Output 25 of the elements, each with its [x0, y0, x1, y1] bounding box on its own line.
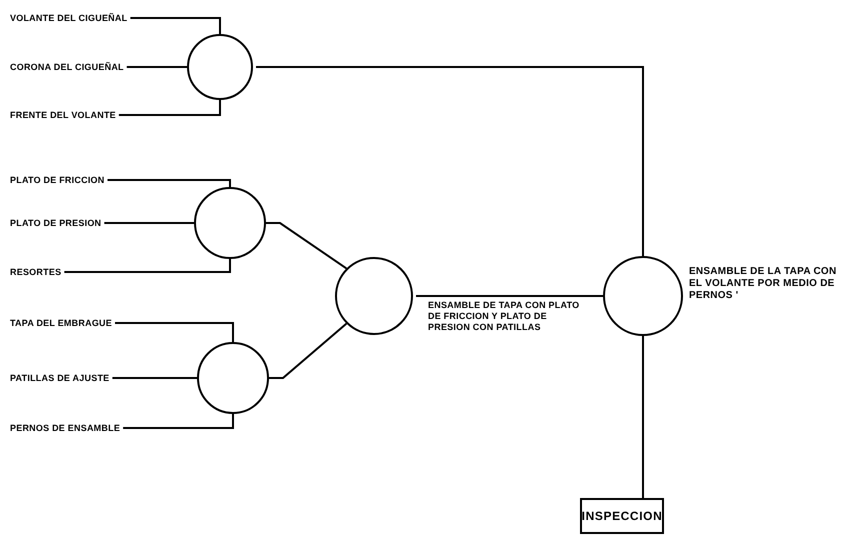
connector-line — [115, 322, 234, 342]
connector-line — [130, 17, 221, 34]
connector-line — [256, 66, 644, 256]
inspection-box: INSPECCION — [580, 498, 664, 534]
part-label: PLATO DE FRICCION — [10, 174, 104, 186]
connector-line — [126, 66, 187, 68]
connector-line — [416, 295, 603, 297]
part-label: PATILLAS DE AJUSTE — [10, 372, 110, 384]
part-label: PLATO DE PRESION — [10, 217, 102, 229]
step-description: ENSAMBLE DE LA TAPA CON EL VOLANTE POR MEDIO DE PERNOS ' — [689, 266, 838, 302]
part-label: FRENTE DEL VOLANTE — [10, 109, 116, 121]
part-label: TAPA DEL EMBRAGUE — [10, 317, 112, 329]
connector-line — [123, 414, 234, 429]
part-label: CORONA DEL CIGUEÑAL — [10, 61, 124, 73]
part-label: PERNOS DE ENSAMBLE — [10, 422, 120, 434]
part-label: VOLANTE DEL CIGUEÑAL — [10, 12, 128, 24]
connector-line — [112, 377, 197, 379]
connector-line — [118, 100, 221, 116]
connector-line — [642, 336, 644, 498]
connector-line — [266, 222, 347, 270]
connector-line — [64, 259, 231, 273]
part-label: RESORTES — [10, 266, 62, 278]
connector-line — [108, 179, 231, 187]
connector-line — [104, 222, 194, 224]
connector-line — [269, 322, 348, 379]
